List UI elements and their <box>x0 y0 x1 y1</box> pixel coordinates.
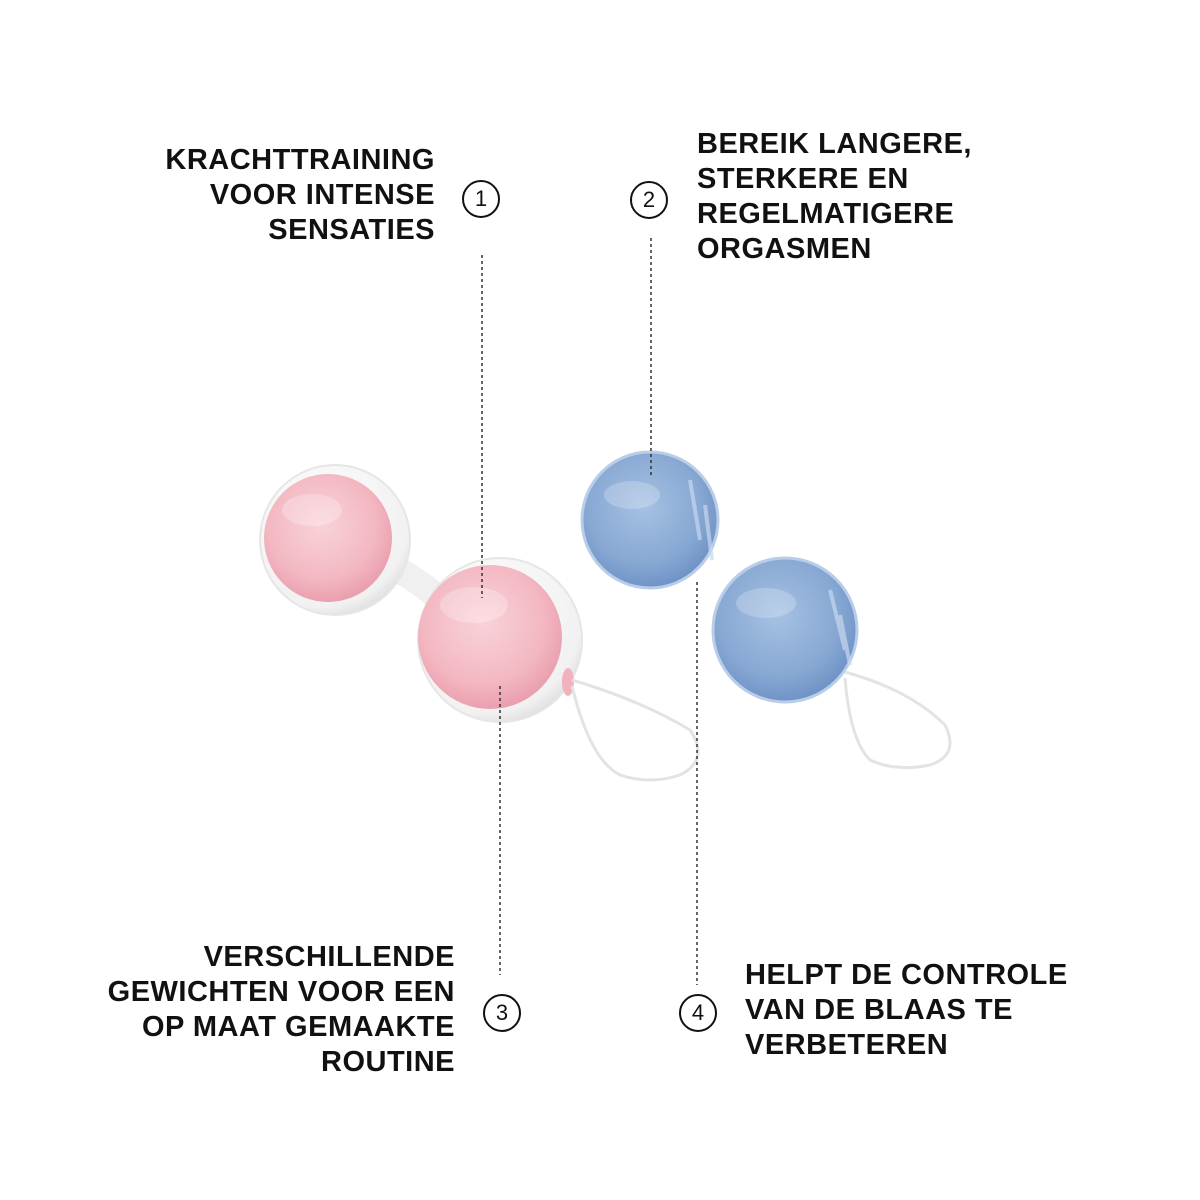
callout-4-text: HELPT DE CONTROLE VAN DE BLAAS TE VERBET… <box>745 959 1068 1061</box>
callout-2-text: BEREIK LANGERE, STERKERE EN REGELMATIGER… <box>697 128 972 265</box>
callout-3-number-badge: 3 <box>483 994 521 1032</box>
callout-1-number-badge: 1 <box>462 180 500 218</box>
blue-ball-set <box>580 450 952 770</box>
callout-3-text: VERSCHILLENDE GEWICHTEN VOOR EEN OP MAAT… <box>107 941 455 1078</box>
callout-2-number-badge: 2 <box>630 181 668 219</box>
pink-ball-set <box>259 464 700 782</box>
callout-4-number-badge: 4 <box>679 994 717 1032</box>
callout-1-text: KRACHTTRAINING VOOR INTENSE SENSATIES <box>165 144 435 246</box>
leader-lines <box>481 238 698 985</box>
